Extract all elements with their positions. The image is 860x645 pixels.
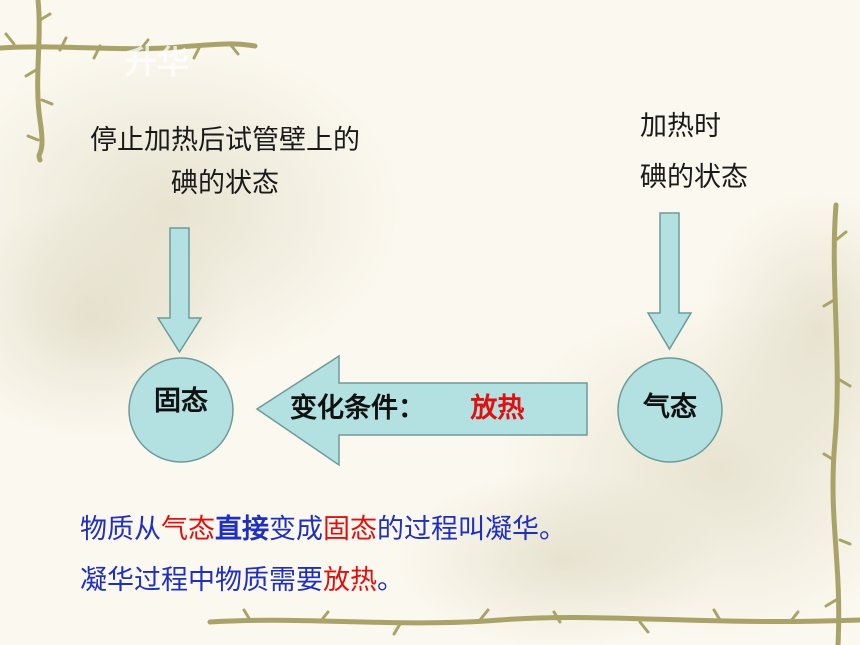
- note2-part2: 放热: [323, 565, 377, 596]
- right-caption-line1: 加热时: [640, 111, 721, 142]
- left-caption-line1: 停止加热后试管壁上的: [90, 125, 360, 156]
- note1-part6: 的过程叫凝华。: [377, 514, 566, 545]
- note1-part2: 气态: [161, 514, 215, 545]
- note2-part3: 。: [377, 565, 404, 596]
- vine-border-bottom: [207, 608, 860, 636]
- gas-state-label: 气态: [643, 392, 697, 423]
- condition-value: 放热: [470, 393, 525, 424]
- vine-border-right: [822, 202, 852, 645]
- note1-part1: 物质从: [80, 514, 161, 545]
- condition-arrow: [255, 354, 588, 467]
- note1-part3: 直接: [215, 514, 269, 545]
- left-caption: 停止加热后试管壁上的 碘的状态: [55, 121, 395, 204]
- note1-part4: 变成: [269, 514, 323, 545]
- right-caption: 加热时 碘的状态: [640, 107, 748, 198]
- slide-title: 升华: [125, 43, 190, 81]
- condition-label: 变化条件：: [290, 393, 425, 424]
- solid-state-label: 固态: [154, 386, 208, 417]
- solid-state-circle: [128, 357, 234, 463]
- condition-text: 变化条件： 放热: [290, 390, 524, 428]
- definition-note: 物质从气态直接变成固态的过程叫凝华。: [80, 510, 566, 550]
- down-arrow-right: [646, 212, 693, 351]
- left-caption-line2: 碘的状态: [171, 168, 279, 199]
- right-caption-line2: 碘的状态: [640, 162, 748, 193]
- note1-part5: 固态: [323, 514, 377, 545]
- down-arrow-left: [156, 227, 203, 354]
- note2-part1: 凝华过程中物质需要: [80, 565, 323, 596]
- heat-note: 凝华过程中物质需要放热。: [80, 561, 404, 601]
- floral-watermark: [0, 40, 860, 645]
- gas-state-circle: [617, 357, 723, 463]
- vine-border-top-left: [0, 0, 258, 163]
